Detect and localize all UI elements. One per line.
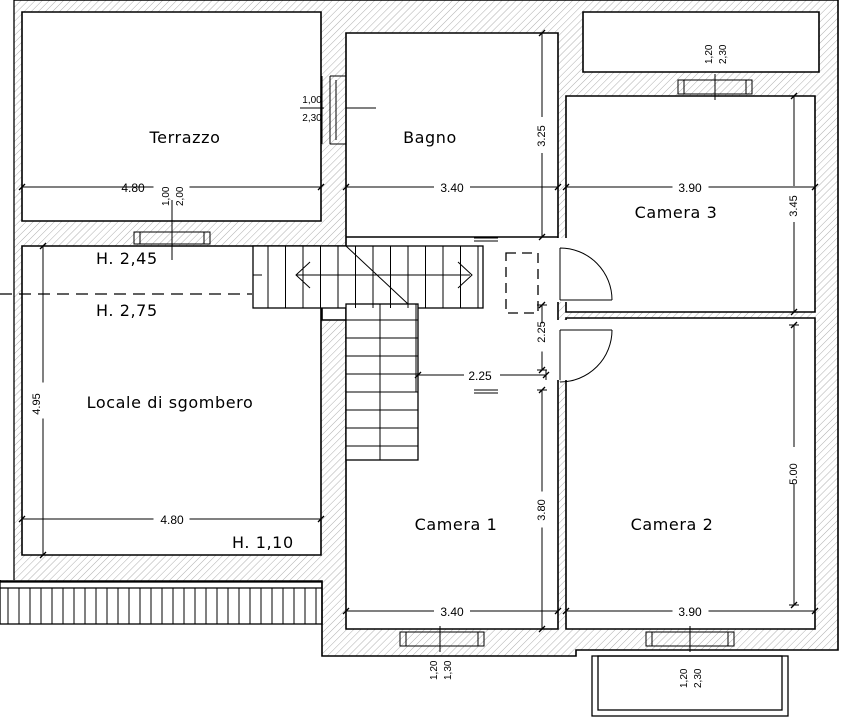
room-label-camera-3: Camera 3 [635,203,718,222]
dim-camera3-width: 3.90 [678,181,702,195]
balcony-bottom-right [591,655,789,717]
height-label-2-45: H. 2,45 [96,249,158,268]
window-terrazzo-height: 2,00 [175,186,186,206]
doors [474,237,613,394]
dimension-line-horizontal [18,182,325,192]
dimension-line-horizontal [342,606,562,616]
dim-camera2-width: 3.90 [678,605,702,619]
dim-terrazzo-width: 4.80 [121,181,145,195]
balcony-inner [597,655,783,711]
window-bagno-height: 2,30 [302,113,322,124]
room-label-camera-2: Camera 2 [631,515,714,534]
dimension-line-horizontal [562,182,819,192]
walls [0,0,839,657]
window-camera3-width: 1,20 [704,44,715,64]
dim-camera3-height: 3.45 [788,195,800,216]
dimension-line-vertical [789,321,799,609]
outside-left [0,0,14,580]
dimension-line-vertical [537,29,547,241]
dim-corridor-width: 2.25 [468,369,492,383]
dim-locale-width: 4.80 [160,513,184,527]
window-camera2-height: 2,30 [693,668,704,688]
window-camera2-width: 1,20 [679,668,690,688]
dim-corridor-height: 2.25 [536,321,548,342]
dim-bagno-height: 3.25 [536,125,548,146]
staircase [252,245,484,461]
room-label-camera-1: Camera 1 [415,515,498,534]
dimension-line-horizontal [18,514,325,524]
balcony-railing [0,581,323,625]
dim-camera1-height: 3.80 [536,499,548,520]
dimension-line-vertical [537,301,547,374]
room-label-bagno: Bagno [403,128,457,147]
window-camera1-width: 1,20 [429,660,440,680]
dimension-line-horizontal [342,182,562,192]
dim-camera2-height: 5.00 [788,463,800,484]
dim-bagno-width: 3.40 [440,181,464,195]
room-label-locale-di-sgombero: Locale di sgombero [87,393,254,412]
window-bagno-width: 1,00 [302,95,322,106]
dim-camera1-width: 3.40 [440,605,464,619]
window-terrazzo-width: 1,00 [161,186,172,206]
room-label-terrazzo: Terrazzo [149,128,221,147]
dimension-line-horizontal [562,606,819,616]
dim-locale-height: 4.95 [31,393,43,414]
height-label-2-75: H. 2,75 [96,301,158,320]
dimension-line-vertical [537,386,547,633]
dimension-line-horizontal [414,370,550,380]
windows [133,74,753,652]
window-camera3-height: 2,30 [718,44,729,64]
dimension-line-vertical [38,242,48,559]
window-camera1-height: 1,30 [443,660,454,680]
dimension-lines [18,29,819,633]
height-label-1-10: H. 1,10 [232,533,294,552]
dimension-line-vertical [789,92,799,316]
